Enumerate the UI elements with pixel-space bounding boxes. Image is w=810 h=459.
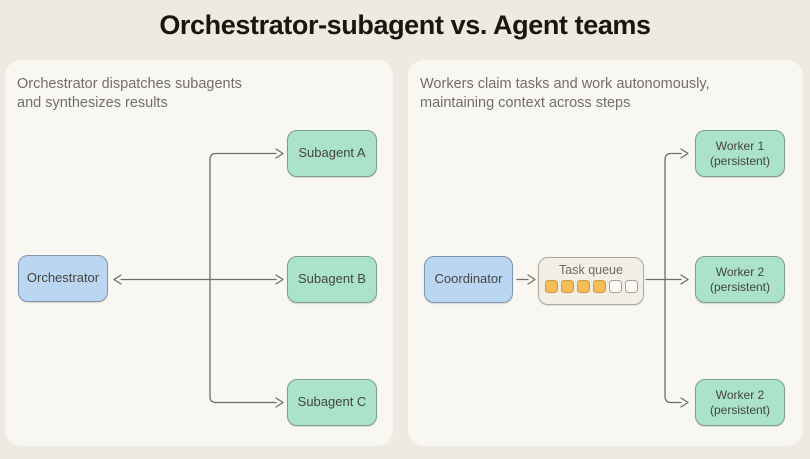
worker-3-node: Worker 2 (persistent) <box>695 379 785 426</box>
queue-slot-empty <box>624 280 638 293</box>
left-panel-heading: Orchestrator dispatches subagents and sy… <box>17 76 242 112</box>
queue-slot-filled <box>576 280 590 293</box>
worker-1-node: Worker 1 (persistent) <box>695 130 785 177</box>
queue-slot-filled <box>592 280 606 293</box>
subagent-a-node: Subagent A <box>287 130 377 177</box>
subagent-c-node: Subagent C <box>287 379 377 426</box>
coordinator-node: Coordinator <box>424 256 513 303</box>
panel-orchestrator-subagent: Orchestrator dispatches subagents and sy… <box>5 60 393 446</box>
orchestrator-node: Orchestrator <box>18 255 108 302</box>
queue-slot-filled <box>560 280 574 293</box>
task-queue-slots <box>544 280 638 293</box>
queue-slot-filled <box>544 280 558 293</box>
task-queue-node: Task queue <box>538 257 644 305</box>
page-title: Orchestrator-subagent vs. Agent teams <box>159 10 651 40</box>
subagent-b-node: Subagent B <box>287 256 377 303</box>
right-panel-heading: Workers claim tasks and work autonomousl… <box>420 76 710 112</box>
worker-2-node: Worker 2 (persistent) <box>695 256 785 303</box>
queue-slot-empty <box>608 280 622 293</box>
task-queue-label: Task queue <box>559 263 623 277</box>
